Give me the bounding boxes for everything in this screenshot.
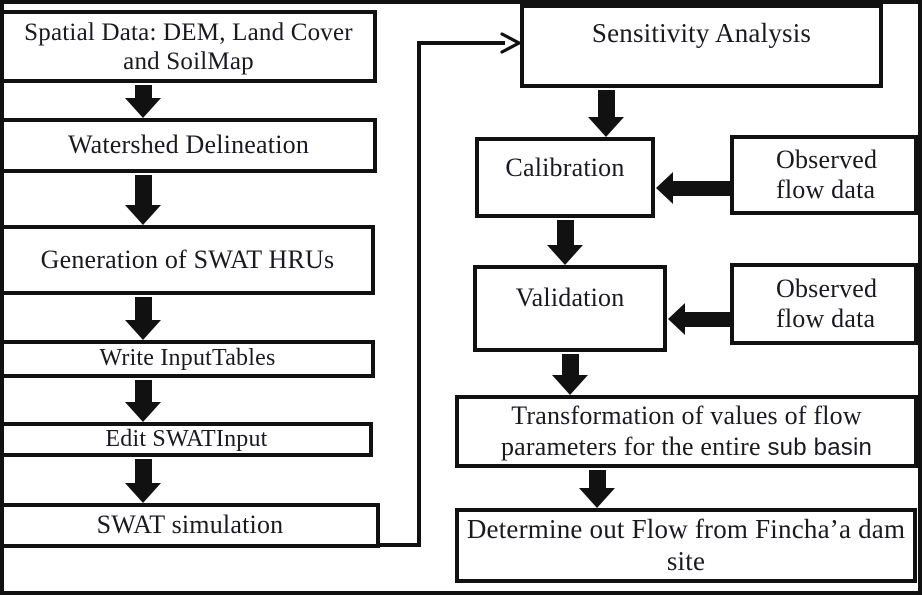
arrow-down-transformation-to-determine-icon: [579, 470, 615, 508]
node-swat-simulation-label: SWAT simulation: [96, 510, 284, 540]
node-transformation-flow-parameters: Transformation of values of flow paramet…: [455, 395, 918, 468]
arrow-left-observed1-to-calibration-icon: [656, 172, 730, 204]
arrow-head: [125, 483, 161, 503]
arrow-shaft: [134, 297, 152, 320]
thin-arrowhead-icon: [500, 32, 522, 54]
arrow-shaft: [588, 470, 606, 488]
arrow-down-spatial-to-watershed-icon: [125, 85, 161, 118]
arrow-left-observed2-to-validation-icon: [668, 303, 730, 335]
arrow-shaft: [134, 85, 152, 98]
arrow-down-edit-to-simulation-icon: [125, 459, 161, 503]
node-edit-swat-input-label: Edit SWATInput: [105, 425, 268, 452]
arrow-head: [668, 303, 685, 335]
arrow-shaft: [673, 180, 730, 196]
node-calibration: Calibration: [475, 137, 655, 218]
arrow-shaft: [597, 90, 615, 117]
node-generation-swat-hrus: Generation of SWAT HRUs: [0, 225, 375, 295]
arrow-head: [656, 172, 673, 204]
arrow-head: [125, 98, 161, 118]
connector-simulation-horizontal-segment: [378, 543, 420, 547]
node-observed-flow-data-1: Observed flow data: [730, 135, 918, 215]
arrow-head: [125, 320, 161, 340]
arrow-shaft: [134, 380, 152, 402]
node-determine-outflow-label: Determine out Flow from Fincha’a dam sit…: [466, 514, 906, 576]
arrow-shaft: [134, 175, 152, 205]
arrow-shaft: [134, 459, 152, 483]
transformation-sans-text: sub basin: [767, 433, 873, 461]
node-spatial-data-label: Spatial Data: DEM, Land Cover and SoilMa…: [24, 18, 353, 75]
arrow-down-validation-to-transformation-icon: [552, 354, 588, 395]
transformation-serif-text: Transformation of values of flow paramet…: [500, 401, 862, 461]
node-spatial-data: Spatial Data: DEM, Land Cover and SoilMa…: [0, 10, 377, 83]
node-generation-swat-hrus-label: Generation of SWAT HRUs: [40, 244, 335, 274]
node-write-input-tables: Write InputTables: [0, 340, 375, 378]
node-observed-flow-data-2: Observed flow data: [730, 263, 918, 345]
connector-vertical-segment: [417, 41, 421, 547]
arrow-shaft: [561, 354, 579, 375]
arrow-head: [125, 402, 161, 422]
arrow-head: [579, 488, 615, 508]
node-validation: Validation: [473, 265, 667, 352]
arrow-down-calibration-to-validation-icon: [547, 220, 583, 265]
node-determine-outflow: Determine out Flow from Fincha’a dam sit…: [455, 508, 917, 583]
node-watershed-delineation-label: Watershed Delineation: [67, 130, 310, 160]
node-swat-simulation: SWAT simulation: [0, 503, 380, 548]
node-write-input-tables-label: Write InputTables: [99, 345, 276, 372]
arrow-down-write-to-edit-icon: [125, 380, 161, 422]
node-transformation-flow-parameters-label: Transformation of values of flow paramet…: [459, 401, 914, 461]
arrow-down-sensitivity-to-calibration-icon: [588, 90, 624, 137]
arrow-shaft: [556, 220, 574, 245]
arrow-down-hrus-to-write-icon: [125, 297, 161, 340]
node-calibration-label: Calibration: [505, 153, 625, 182]
connector-top-horizontal-segment: [417, 41, 505, 45]
node-sensitivity-analysis-label: Sensitivity Analysis: [591, 18, 812, 48]
arrow-head: [552, 375, 588, 395]
node-observed-flow-data-1-label: Observed flow data: [776, 144, 878, 204]
arrow-head: [125, 205, 161, 225]
node-sensitivity-analysis: Sensitivity Analysis: [520, 4, 883, 88]
arrow-head: [547, 245, 583, 265]
node-observed-flow-data-2-label: Observed flow data: [776, 273, 878, 333]
node-validation-label: Validation: [515, 283, 625, 312]
arrow-down-watershed-to-hrus-icon: [125, 175, 161, 225]
arrow-shaft: [685, 311, 730, 327]
arrow-head: [588, 117, 624, 137]
node-watershed-delineation: Watershed Delineation: [0, 118, 377, 173]
node-edit-swat-input: Edit SWATInput: [0, 422, 373, 457]
